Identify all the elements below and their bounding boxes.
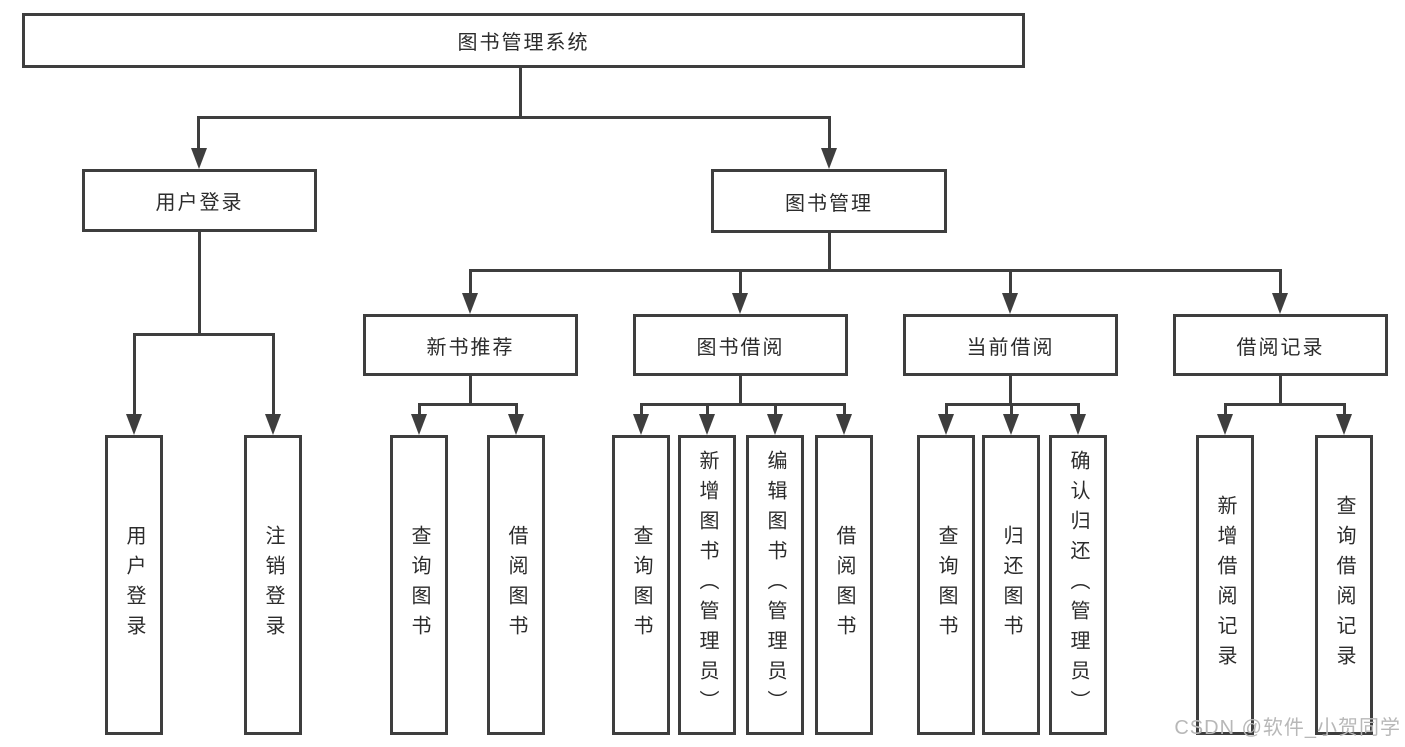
node-current-borrow: 当前借阅 [903,314,1118,376]
connector-root-hline [198,116,831,119]
node-book-borrow-label: 图书借阅 [696,336,785,359]
connector-currentborrow-drop-2 [1010,403,1013,417]
leaf-borrow-books-2-label: 借阅图书 [833,525,855,645]
connector-newbook-vline [469,375,472,406]
node-borrow-record: 借阅记录 [1173,314,1388,376]
leaf-query-borrow-record-label: 查询借阅记录 [1333,495,1355,675]
connector-currentborrow-vline [1009,375,1012,406]
arrowhead-leaf-confirm-return [1070,414,1086,435]
connector-currentborrow-drop-1 [945,403,948,417]
connector-borrowrecord-drop-1 [1224,403,1227,417]
connector-bookmgmt-drop-1 [469,269,472,296]
leaf-add-borrow-record-label: 新增借阅记录 [1214,495,1236,675]
node-root-label: 图书管理系统 [457,32,590,54]
arrowhead-current-borrow [1002,293,1018,314]
connector-bookmgmt-drop-3 [1009,269,1012,296]
arrowhead-borrow-record [1272,293,1288,314]
node-book-mgmt-group: 图书管理 [711,169,947,233]
connector-bookmgmt-vline [828,233,831,272]
leaf-confirm-return: 确认归还（管理员） [1049,435,1107,735]
leaf-borrow-books-2: 借阅图书 [815,435,873,735]
leaf-query-borrow-record: 查询借阅记录 [1315,435,1373,735]
connector-userlogin-drop-1 [133,333,136,417]
leaf-borrow-books-1: 借阅图书 [487,435,545,735]
arrowhead-leaf-logout [265,414,281,435]
leaf-query-books-1: 查询图书 [390,435,448,735]
leaf-query-books-2: 查询图书 [612,435,670,735]
arrowhead-leaf-query-books-3 [938,414,954,435]
connector-bookborrow-drop-3 [774,403,777,417]
leaf-borrow-books-1-label: 借阅图书 [505,525,527,645]
arrowhead-book-mgmt-group [821,148,837,169]
node-root: 图书管理系统 [22,13,1025,68]
connector-bookborrow-hline [640,403,846,406]
node-book-mgmt-group-label: 图书管理 [785,192,873,215]
arrowhead-leaf-add-borrow-record [1217,414,1233,435]
connector-newbook-drop-2 [515,403,518,417]
arrowhead-leaf-query-borrow-record [1336,414,1352,435]
leaf-query-books-2-label: 查询图书 [630,525,652,645]
csdn-watermark: CSDN @软件_小贺同学 [1174,717,1401,739]
connector-bookmgmt-drop-4 [1279,269,1282,296]
connector-borrowrecord-drop-2 [1343,403,1346,417]
arrowhead-leaf-borrow-books-1 [508,414,524,435]
leaf-edit-book: 编辑图书（管理员） [746,435,804,735]
leaf-confirm-return-label: 确认归还（管理员） [1067,450,1089,720]
arrowhead-leaf-query-books-2 [633,414,649,435]
node-current-borrow-label: 当前借阅 [966,336,1055,359]
connector-bookborrow-drop-1 [640,403,643,417]
node-new-book-rec-label: 新书推荐 [426,336,515,359]
leaf-edit-book-label: 编辑图书（管理员） [764,450,786,720]
connector-bookborrow-drop-4 [843,403,846,417]
connector-borrowrecord-hline [1224,403,1346,406]
leaf-logout-label: 注销登录 [262,525,284,645]
connector-userlogin-hline [133,333,275,336]
arrowhead-leaf-return-book [1003,414,1019,435]
node-borrow-record-label: 借阅记录 [1236,336,1325,359]
leaf-add-book: 新增图书（管理员） [678,435,736,735]
arrowhead-leaf-edit-book [767,414,783,435]
connector-userlogin-drop-2 [272,333,275,417]
connector-bookmgmt-hline [469,269,1282,272]
connector-currentborrow-drop-3 [1077,403,1080,417]
node-book-borrow: 图书借阅 [633,314,848,376]
leaf-add-borrow-record: 新增借阅记录 [1196,435,1254,735]
connector-bookborrow-vline [739,375,742,406]
leaf-logout: 注销登录 [244,435,302,735]
connector-root-drop-left [197,116,200,151]
connector-bookborrow-drop-2 [706,403,709,417]
connector-root-drop-right [828,116,831,151]
node-new-book-rec: 新书推荐 [363,314,578,376]
leaf-query-books-3: 查询图书 [917,435,975,735]
node-user-login-group: 用户登录 [82,169,317,232]
arrowhead-leaf-query-books-1 [411,414,427,435]
leaf-query-books-1-label: 查询图书 [408,525,430,645]
leaf-user-login-label: 用户登录 [123,525,145,645]
arrowhead-leaf-user-login [126,414,142,435]
arrowhead-user-login-group [191,148,207,169]
leaf-return-book: 归还图书 [982,435,1040,735]
leaf-user-login: 用户登录 [105,435,163,735]
arrowhead-book-borrow [732,293,748,314]
node-user-login-group-label: 用户登录 [155,192,244,214]
arrowhead-new-book-rec [462,293,478,314]
connector-bookmgmt-drop-2 [739,269,742,296]
leaf-add-book-label: 新增图书（管理员） [696,450,718,720]
connector-userlogin-vline [198,232,201,336]
connector-newbook-drop-1 [418,403,421,417]
leaf-return-book-label: 归还图书 [1000,525,1022,645]
arrowhead-leaf-add-book [699,414,715,435]
connector-borrowrecord-vline [1279,375,1282,406]
connector-newbook-hline [418,403,518,406]
connector-root-vline [519,67,522,118]
leaf-query-books-3-label: 查询图书 [935,525,957,645]
arrowhead-leaf-borrow-books-2 [836,414,852,435]
